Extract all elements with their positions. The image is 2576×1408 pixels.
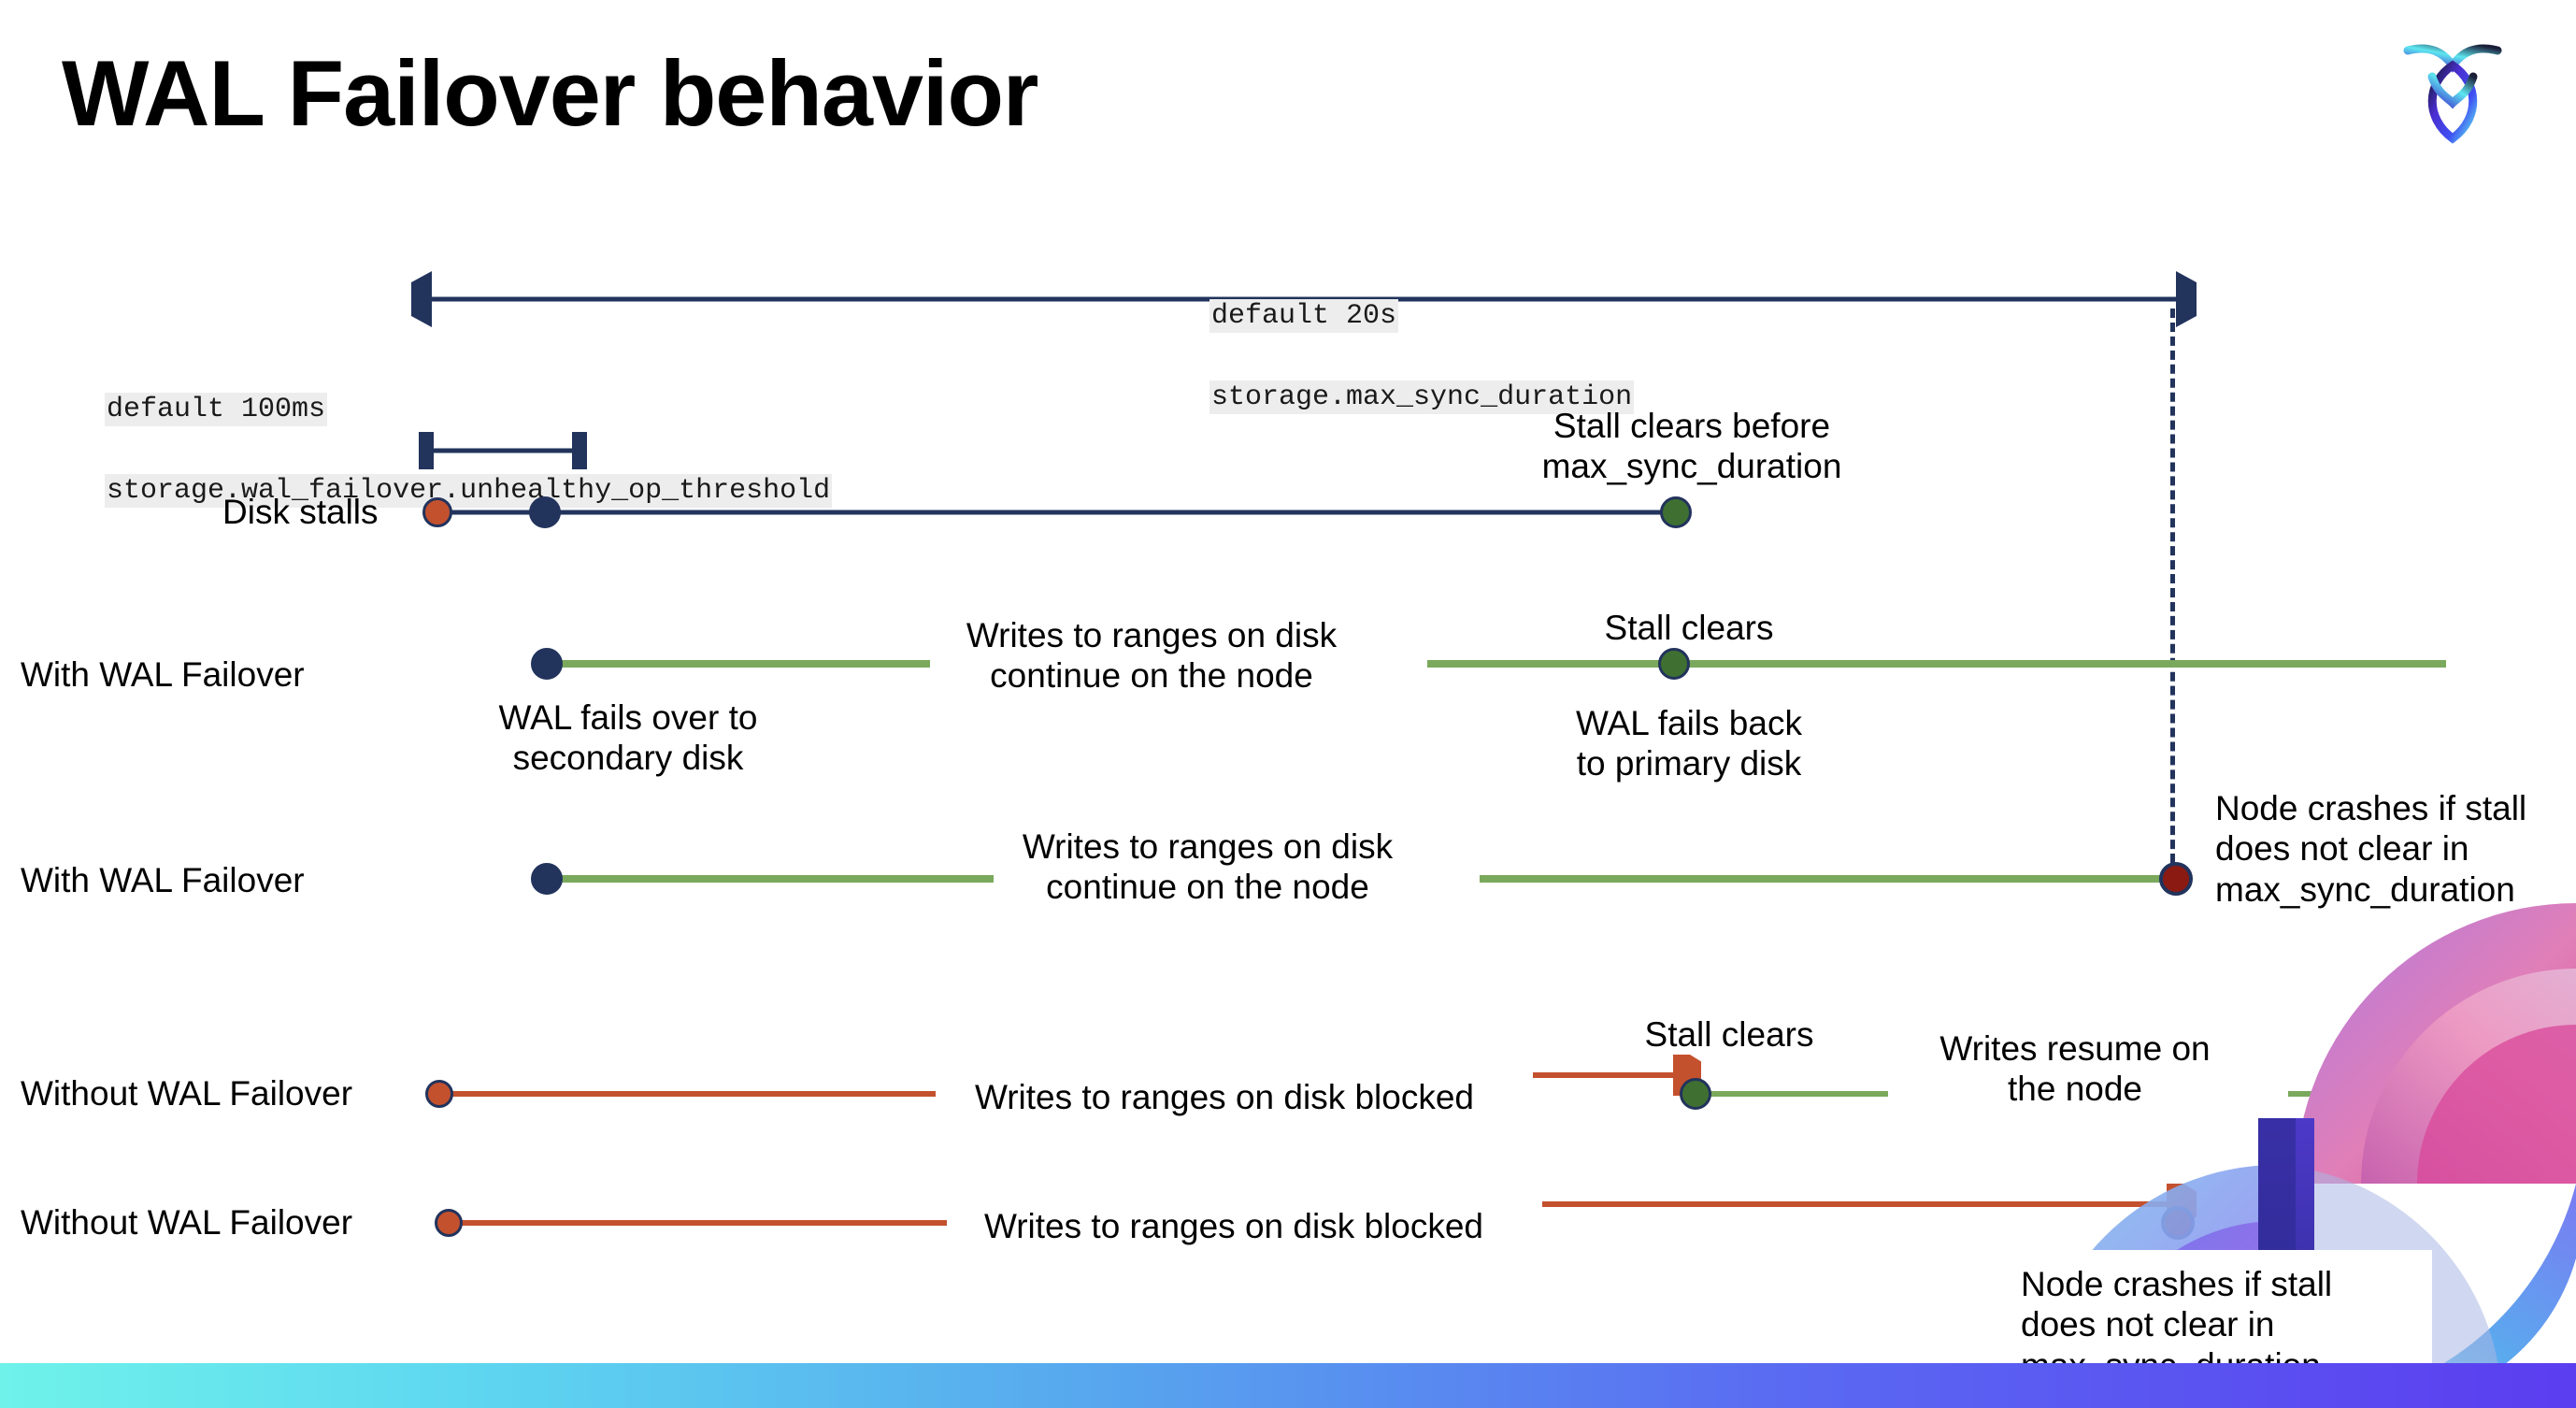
with-wal-failover-recovers-segment-2	[1427, 660, 2446, 668]
with-wal-failover-recovers-segment-1	[547, 660, 930, 668]
writes-continue-note-row3: Writes to ranges on disk continue on the…	[1022, 827, 1394, 907]
writes-resume-note: Writes resume on the node	[1939, 1029, 2211, 1109]
unhealthy-op-threshold-span-arrow	[419, 432, 587, 469]
unhealthy-op-threshold-annotation: default 100ms storage.wal_failover.unhea…	[37, 349, 833, 553]
max-sync-duration-dashed-guide	[2170, 309, 2175, 877]
without-wal-stall-cleared-dot	[1680, 1078, 1711, 1110]
wal-failover-start-dot	[531, 648, 563, 680]
row-label-without-wal-failover-recovers: Without WAL Failover	[21, 1074, 353, 1113]
unhealthy-op-setting-name: storage.wal_failover.unhealthy_op_thresh…	[105, 473, 833, 508]
wal-failover-crash-start-dot	[531, 863, 563, 895]
wal-fails-over-note: WAL fails over to secondary disk	[498, 698, 758, 778]
without-wal-crash-blocked-arrow	[1542, 1184, 2197, 1225]
max-sync-duration-annotation: default 20s storage.max_sync_duration	[1142, 255, 1635, 459]
row-label-disk-stalls: Disk stalls	[222, 493, 379, 531]
cockroachdb-logo	[2389, 28, 2516, 155]
disk-stall-detected-dot	[529, 496, 561, 528]
without-wal-crash-blocked-segment-1	[456, 1220, 947, 1226]
row-label-with-wal-failover-crash: With WAL Failover	[21, 861, 305, 899]
bottom-gradient-bar	[0, 1363, 2576, 1408]
writes-blocked-note-row5: Writes to ranges on disk blocked	[983, 1207, 1484, 1245]
without-wal-stall-start-dot	[425, 1080, 453, 1108]
max-sync-default-value: default 20s	[1209, 298, 1399, 333]
stall-clears-before-note: Stall clears before max_sync_duration	[1541, 407, 1842, 486]
row-label-with-wal-failover-recovers: With WAL Failover	[21, 655, 305, 694]
disk-stalls-timeline	[436, 510, 1679, 515]
stall-clears-note-row2: Stall clears	[1604, 609, 1774, 647]
without-wal-failover-blocked-arrow	[1533, 1055, 1701, 1096]
without-wal-failover-resume-segment-2	[2288, 1091, 2447, 1097]
page-title: WAL Failover behavior	[62, 41, 1038, 145]
without-wal-crash-start-dot	[435, 1209, 463, 1237]
row-label-without-wal-failover-crash: Without WAL Failover	[21, 1203, 353, 1242]
node-crashes-note-row3: Node crashes if stall does not clear in …	[2215, 789, 2527, 909]
without-wal-failover-blocked-segment-1	[445, 1091, 936, 1097]
writes-blocked-note-row4: Writes to ranges on disk blocked	[974, 1078, 1475, 1116]
disk-stall-start-dot	[422, 497, 452, 527]
stall-clears-note-row4: Stall clears	[1644, 1015, 1814, 1054]
node-crash-dot-row3	[2159, 862, 2193, 896]
with-wal-failover-crash-segment-1	[547, 875, 994, 883]
without-wal-failover-resume-segment	[1701, 1091, 1888, 1097]
with-wal-failover-crash-segment-2	[1480, 875, 2179, 883]
disk-stall-cleared-dot	[1660, 496, 1692, 528]
wal-fails-back-note: WAL fails back to primary disk	[1576, 704, 1802, 783]
max-sync-setting-name: storage.max_sync_duration	[1209, 380, 1635, 414]
writes-continue-note-row2: Writes to ranges on disk continue on the…	[966, 616, 1338, 696]
wal-failover-stall-cleared-dot	[1658, 648, 1690, 680]
node-crash-dot-row5	[2161, 1206, 2195, 1240]
unhealthy-op-default-value: default 100ms	[105, 392, 328, 426]
